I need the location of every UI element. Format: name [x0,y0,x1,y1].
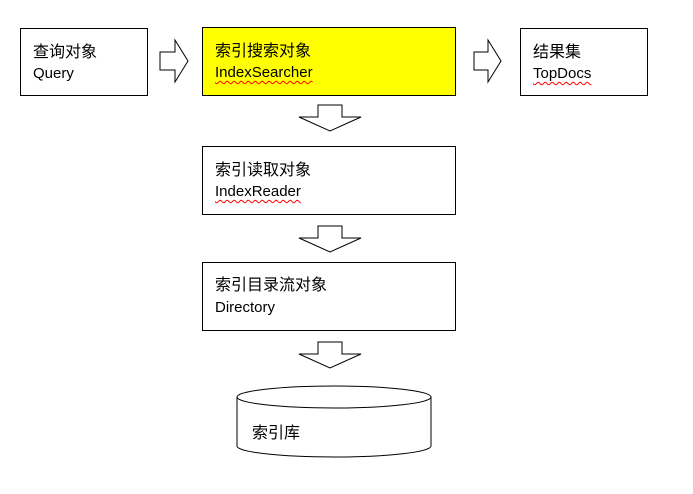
arrow-searcher-to-topdocs [473,38,502,84]
directory-node-title: 索引目录流对象 [215,275,328,294]
query-node-class: Query [33,65,74,82]
directory-node-class: Directory [215,299,276,316]
query-node: 查询对象 Query [20,28,148,96]
arrow-query-to-searcher [159,38,189,84]
index-searcher-node-class: IndexSearcher [215,64,313,81]
directory-node: 索引目录流对象 Directory [202,262,456,331]
topdocs-node: 结果集 TopDocs [520,28,648,96]
index-searcher-node-title: 索引搜索对象 [215,41,312,60]
index-reader-node: 索引读取对象 IndexReader [202,146,456,215]
query-node-title: 查询对象 [33,42,98,61]
topdocs-node-title: 结果集 [533,42,582,61]
topdocs-node-class: TopDocs [533,65,592,82]
arrow-reader-to-directory [298,225,362,253]
database-cylinder [236,385,432,458]
index-reader-node-title: 索引读取对象 [215,160,312,179]
index-store-label: 索引库 [252,423,301,442]
arrow-searcher-to-reader [298,104,362,132]
index-reader-node-class: IndexReader [215,183,301,200]
arrow-directory-to-store [298,341,362,369]
index-searcher-node: 索引搜索对象 IndexSearcher [202,27,456,96]
